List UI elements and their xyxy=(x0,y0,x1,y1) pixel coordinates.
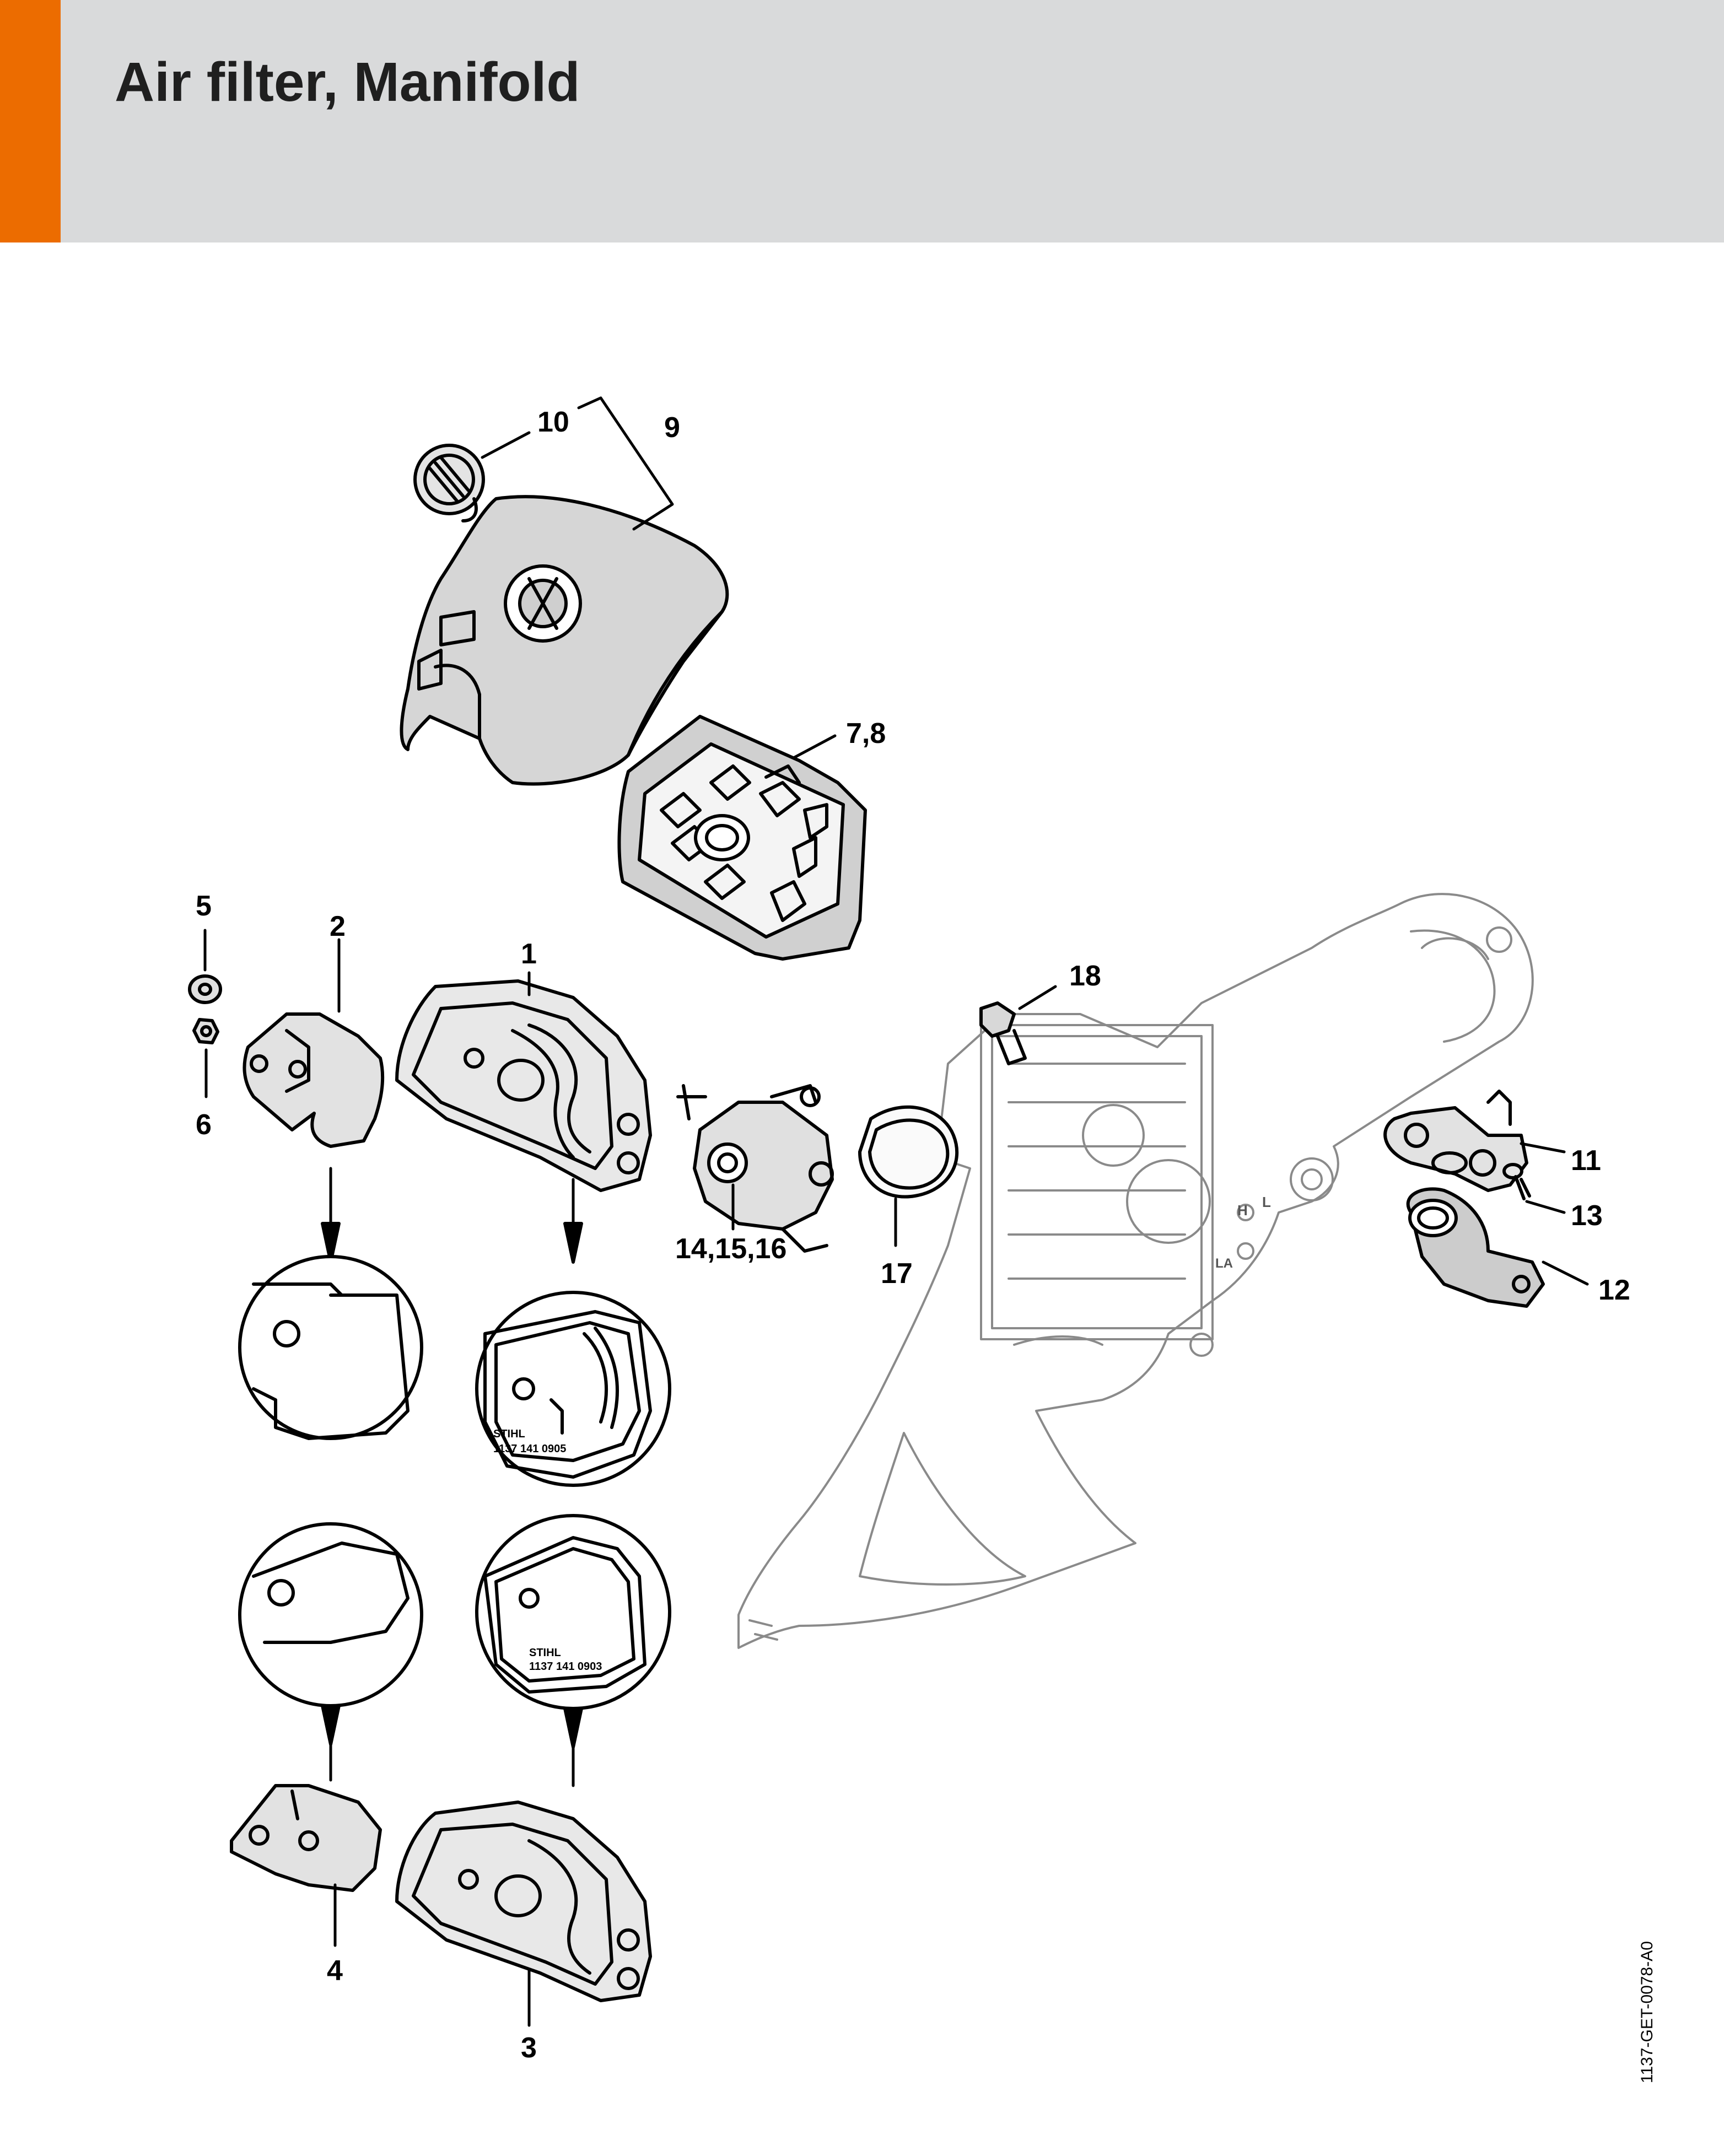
leader-part-11 xyxy=(1520,1142,1566,1154)
washer-part-5 xyxy=(188,974,222,1004)
page-title: Air filter, Manifold xyxy=(115,51,580,113)
housing-marking-la: LA xyxy=(1215,1256,1233,1271)
drawing-code: 1137-GET-0078-A0 xyxy=(1638,1941,1656,2083)
flange-part-11 xyxy=(1383,1090,1528,1192)
part-label-4: 4 xyxy=(327,1955,343,1987)
stamp-brand-base-1: STIHL xyxy=(493,1428,525,1440)
stamp-brand-base-3: STIHL xyxy=(529,1647,561,1659)
leader-part-18 xyxy=(1018,985,1057,1010)
part-label-3: 3 xyxy=(521,2032,537,2064)
part-label-18: 18 xyxy=(1069,960,1101,992)
intake-manifold-part-12 xyxy=(1406,1187,1545,1308)
part-label-7-8: 7,8 xyxy=(846,718,886,750)
stamp-number-base-3: 1137 141 0903 xyxy=(529,1661,602,1673)
stamp-number-base-1: 1137 141 0905 xyxy=(493,1443,566,1455)
filter-base-part-1 xyxy=(395,979,652,1192)
part-label-1: 1 xyxy=(521,938,537,970)
header-band xyxy=(0,0,1724,242)
detail-circle-bracket-2 xyxy=(238,1167,423,1440)
detail-circle-bracket-4 xyxy=(238,1522,423,1782)
detail-circle-filter-base-3 xyxy=(475,1514,671,1787)
filter-base-part-3 xyxy=(395,1801,652,2002)
part-label-6: 6 xyxy=(196,1109,212,1141)
part-label-17: 17 xyxy=(881,1258,913,1290)
part-label-5: 5 xyxy=(196,890,212,922)
air-filter-part-7-8 xyxy=(617,715,867,961)
bracket-part-4 xyxy=(230,1784,382,1892)
housing-marking-l: L xyxy=(1262,1194,1271,1210)
carburetor-part-14-15-16 xyxy=(676,1084,834,1253)
gasket-part-17 xyxy=(858,1105,959,1199)
filter-cap-part-10 xyxy=(413,444,485,522)
detail-circle-filter-base-1 xyxy=(475,1178,671,1487)
part-label-12: 12 xyxy=(1598,1274,1630,1306)
nut-part-6 xyxy=(192,1018,219,1044)
engine-housing xyxy=(737,893,1534,1649)
part-label-9: 9 xyxy=(664,412,680,444)
part-label-11: 11 xyxy=(1571,1145,1601,1177)
shroud-cover-part-9 xyxy=(400,495,729,786)
part-label-14-15-16: 14,15,16 xyxy=(675,1233,787,1265)
bracket-part-2 xyxy=(243,1012,385,1148)
housing-marking-h: H xyxy=(1237,1202,1248,1219)
leader-part-10 xyxy=(481,431,531,459)
hose-part-18 xyxy=(979,1001,1027,1065)
leader-part-13 xyxy=(1525,1200,1566,1214)
leader-part-9 xyxy=(577,396,674,531)
leader-part-7-8 xyxy=(792,734,837,759)
orange-accent-bar xyxy=(0,0,61,242)
leader-part-12 xyxy=(1542,1260,1589,1286)
part-label-10: 10 xyxy=(537,406,569,438)
part-label-2: 2 xyxy=(330,910,346,942)
screw-part-13 xyxy=(1502,1163,1531,1200)
part-label-13: 13 xyxy=(1571,1200,1603,1232)
